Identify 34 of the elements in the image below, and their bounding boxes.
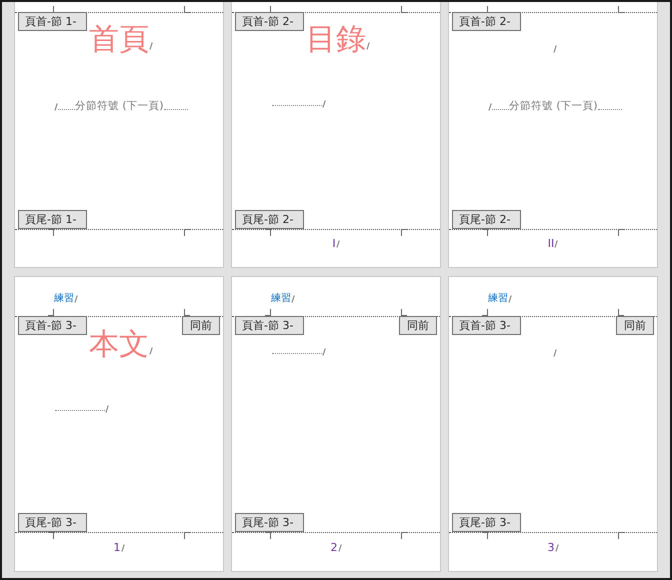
- footer-label-tab: 頁尾-節 2-: [235, 210, 304, 229]
- page-number: I: [332, 237, 336, 250]
- page: [231, 276, 441, 572]
- page: [14, 2, 224, 268]
- page-title: 首頁: [89, 24, 149, 56]
- header-label-tab: 頁首-節 3-: [452, 316, 521, 335]
- page-number: 2: [330, 541, 338, 554]
- page-title: 目錄: [306, 24, 366, 56]
- header-label-tab: 頁首-節 1-: [18, 12, 87, 31]
- header-text: 練習: [54, 293, 74, 305]
- page-number: II: [548, 237, 554, 250]
- header-label-tab: 頁首-節 2-: [235, 12, 304, 31]
- section-break-text: 分節符號 (下一頁): [75, 100, 164, 113]
- page: [448, 2, 658, 268]
- footer-label-tab: 頁尾-節 1-: [18, 210, 87, 229]
- section-break-text: 分節符號 (下一頁): [509, 100, 598, 113]
- footer-label-tab: 頁尾-節 2-: [452, 210, 521, 229]
- page-title: 本文: [89, 329, 149, 361]
- page-number: 1: [114, 541, 120, 554]
- same-as-previous-tab: 同前: [399, 316, 437, 335]
- same-as-previous-tab: 同前: [182, 316, 220, 335]
- page: [14, 276, 224, 572]
- header-label-tab: 頁首-節 2-: [452, 12, 521, 31]
- header-label-tab: 頁首-節 3-: [235, 316, 304, 335]
- page: [448, 276, 658, 572]
- page: [231, 2, 441, 268]
- footer-label-tab: 頁尾-節 3-: [18, 513, 87, 532]
- footer-label-tab: 頁尾-節 3-: [452, 513, 521, 532]
- header-text: 練習: [271, 293, 291, 305]
- footer-label-tab: 頁尾-節 3-: [235, 513, 304, 532]
- header-text: 練習: [488, 293, 508, 305]
- header-label-tab: 頁首-節 3-: [18, 316, 87, 335]
- same-as-previous-tab: 同前: [616, 316, 654, 335]
- page-number: 3: [548, 541, 554, 554]
